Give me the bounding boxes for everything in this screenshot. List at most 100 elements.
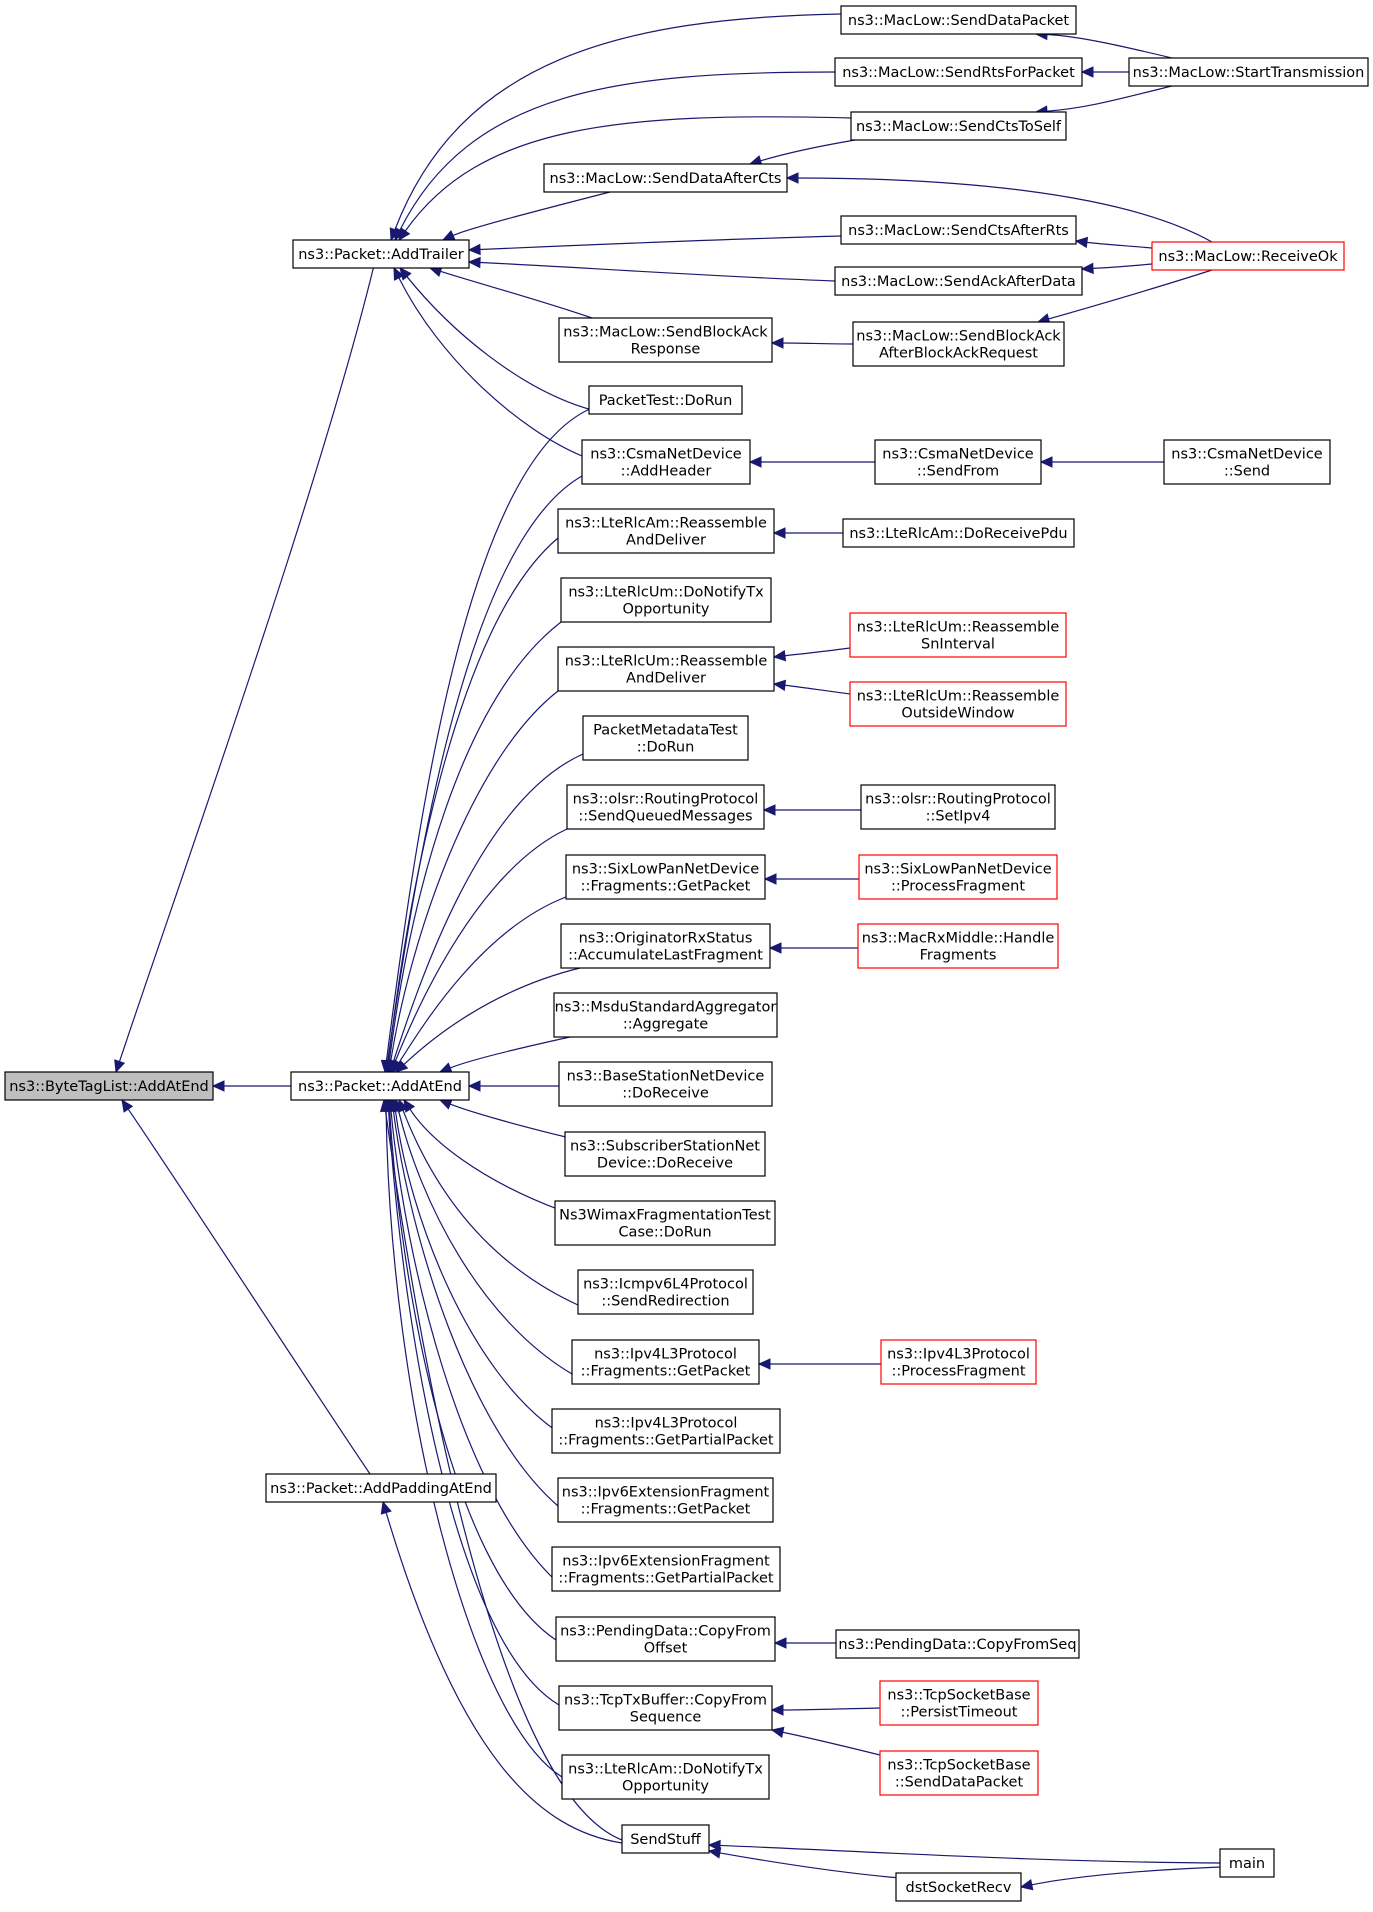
node-sendblockackafter[interactable]: ns3::MacLow::SendBlockAckAfterBlockAckRe… <box>852 321 1065 367</box>
node-label: ::SendRedirection <box>601 1294 729 1310</box>
node-olsr_sendqueued[interactable]: ns3::olsr::RoutingProtocol::SendQueuedMe… <box>566 784 765 830</box>
edge-line <box>452 191 611 237</box>
node-sixlowpan_getpacket[interactable]: ns3::SixLowPanNetDevice::Fragments::GetP… <box>565 854 766 900</box>
node-dstsocketrecv[interactable]: dstSocketRecv <box>895 1872 1022 1902</box>
node-pkt_addatend[interactable]: ns3::Packet::AddAtEnd <box>290 1071 470 1101</box>
node-ss_doreceive[interactable]: ns3::SubscriberStationNetDevice::DoRecei… <box>564 1131 766 1177</box>
node-sendctstoself[interactable]: ns3::MacLow::SendCtsToSelf <box>850 111 1067 141</box>
node-tcpsock_senddata[interactable]: ns3::TcpSocketBase::SendDataPacket <box>879 1750 1039 1796</box>
node-label: SendStuff <box>630 1832 702 1848</box>
edge-line <box>388 621 562 1062</box>
node-label: dstSocketRecv <box>906 1880 1012 1896</box>
edge-line <box>384 1110 623 1841</box>
node-senddataafterrcts[interactable]: ns3::MacLow::SendDataAfterCts <box>543 163 788 193</box>
call-edge-packettest-to-pkt_addatend <box>380 407 593 1074</box>
node-label: ns3::LteRlcAm::DoReceivePdu <box>849 526 1067 542</box>
node-label: ns3::SubscriberStationNet <box>570 1139 760 1155</box>
edge-line <box>719 1844 1221 1864</box>
node-originator_accum[interactable]: ns3::OriginatorRxStatus::AccumulateLastF… <box>560 923 771 969</box>
arrowhead-icon <box>763 873 777 885</box>
arrowhead-icon <box>785 172 799 184</box>
node-box <box>879 1750 1039 1796</box>
node-label: Offset <box>644 1641 688 1657</box>
node-sendackafterdata[interactable]: ns3::MacLow::SendAckAfterData <box>834 266 1083 296</box>
arrowhead-icon <box>211 1080 225 1092</box>
node-box <box>895 1872 1022 1902</box>
node-csma_addheader[interactable]: ns3::CsmaNetDevice::AddHeader <box>581 439 751 485</box>
node-starttransmission[interactable]: ns3::MacLow::StartTransmission <box>1128 57 1369 87</box>
node-pktmetadatatest[interactable]: PacketMetadataTest::DoRun <box>582 715 749 761</box>
node-sixlowpan_process[interactable]: ns3::SixLowPanNetDevice::ProcessFragment <box>858 854 1058 900</box>
arrowhead-icon <box>762 804 776 816</box>
node-tcpsock_persist[interactable]: ns3::TcpSocketBase::PersistTimeout <box>879 1680 1039 1726</box>
node-csma_send[interactable]: ns3::CsmaNetDevice::Send <box>1163 439 1331 485</box>
node-ipv4l3_process[interactable]: ns3::Ipv4L3Protocol::ProcessFragment <box>880 1339 1037 1385</box>
arrowhead-icon <box>441 230 456 241</box>
node-rlcam_doreceivepdu[interactable]: ns3::LteRlcAm::DoReceivePdu <box>842 518 1075 548</box>
call-edge-tcpsock_persist-to-tcptx_copyfromseq <box>770 1704 881 1716</box>
node-label: ns3::MacLow::SendDataPacket <box>848 13 1070 29</box>
node-ipv6ext_getpartial[interactable]: ns3::Ipv6ExtensionFragment::Fragments::G… <box>551 1546 781 1592</box>
call-edge-receiveok-to-senddataafterrcts <box>785 172 1213 243</box>
node-ipv6ext_getpacket[interactable]: ns3::Ipv6ExtensionFragment::Fragments::G… <box>557 1477 774 1523</box>
arrowhead-icon <box>757 1358 771 1370</box>
node-pkt_addtrailer[interactable]: ns3::Packet::AddTrailer <box>292 239 470 269</box>
arrowhead-icon <box>379 1098 392 1113</box>
arrowhead-icon <box>1074 236 1089 249</box>
node-pkt_addpaddingatend[interactable]: ns3::Packet::AddPaddingAtEnd <box>265 1473 497 1503</box>
arrowhead-icon <box>1019 1879 1034 1891</box>
node-label: ns3::LteRlcAm::Reassemble <box>565 516 767 532</box>
node-icmpv6_redirect[interactable]: ns3::Icmpv6L4Protocol::SendRedirection <box>577 1269 754 1315</box>
node-packettest[interactable]: PacketTest::DoRun <box>588 385 743 415</box>
node-sendctsafterrts[interactable]: ns3::MacLow::SendCtsAfterRts <box>840 215 1077 245</box>
node-label: PacketMetadataTest <box>593 723 738 739</box>
node-box <box>557 1477 774 1523</box>
edge-line <box>449 1103 571 1139</box>
node-box <box>858 854 1058 900</box>
node-label: ns3::MacRxMiddle::Handle <box>862 931 1055 947</box>
node-label: ::PersistTimeout <box>901 1705 1018 1721</box>
node-bs_doreceive[interactable]: ns3::BaseStationNetDevice::DoReceive <box>558 1061 773 1107</box>
node-box <box>290 1071 470 1101</box>
node-ipv4l3_getpacket[interactable]: ns3::Ipv4L3Protocol::Fragments::GetPacke… <box>571 1339 760 1385</box>
arrowhead-icon <box>768 942 782 954</box>
node-label: ns3::MacLow::SendBlockAck <box>563 325 768 341</box>
node-sendrtsforpacket[interactable]: ns3::MacLow::SendRtsForPacket <box>834 57 1083 87</box>
node-label: ns3::Packet::AddPaddingAtEnd <box>270 1481 492 1497</box>
node-main[interactable]: main <box>1219 1848 1275 1878</box>
node-box <box>560 923 771 969</box>
arrowhead-icon <box>770 1704 784 1716</box>
arrowhead-icon <box>748 456 762 468</box>
node-box <box>571 1339 760 1385</box>
arrowhead-icon <box>438 1098 453 1110</box>
node-label: ::ProcessFragment <box>891 1364 1025 1380</box>
node-pending_copyfromseq[interactable]: ns3::PendingData::CopyFromSeq <box>835 1629 1080 1659</box>
node-box <box>582 715 749 761</box>
node-senddatapacket[interactable]: ns3::MacLow::SendDataPacket <box>840 5 1077 35</box>
node-sendstuff[interactable]: SendStuff <box>621 1824 710 1854</box>
node-ipv4l3_getpartial[interactable]: ns3::Ipv4L3Protocol::Fragments::GetParti… <box>551 1408 781 1454</box>
node-box <box>1163 439 1331 485</box>
node-label: ns3::TcpSocketBase <box>887 1758 1030 1774</box>
node-label: ::DoReceive <box>622 1086 709 1102</box>
node-msdu_aggregate[interactable]: ns3::MsduStandardAggregator::Aggregate <box>553 992 778 1038</box>
node-label: ::Fragments::GetPartialPacket <box>558 1571 774 1587</box>
node-olsr_setipv4[interactable]: ns3::olsr::RoutingProtocol::SetIpv4 <box>860 784 1056 830</box>
node-csma_sendfrom[interactable]: ns3::CsmaNetDevice::SendFrom <box>874 439 1042 485</box>
node-label: ns3::SixLowPanNetDevice <box>572 862 759 878</box>
node-box <box>551 1408 781 1454</box>
node-receiveok[interactable]: ns3::MacLow::ReceiveOk <box>1151 241 1345 271</box>
call-edge-sendblockackresponse-to-pkt_addtrailer <box>428 266 593 319</box>
